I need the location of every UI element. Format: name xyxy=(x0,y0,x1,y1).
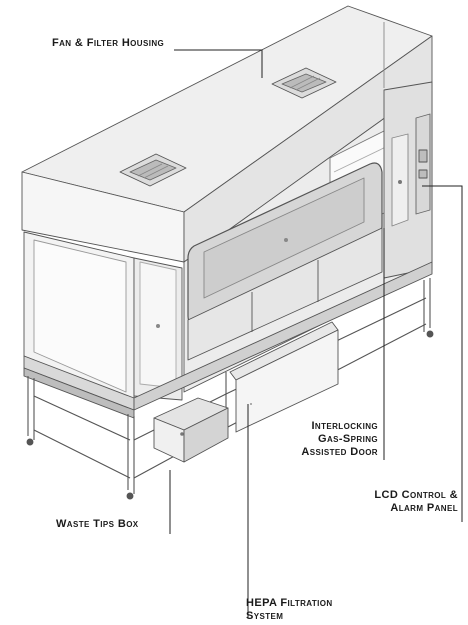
left-side-panel xyxy=(23,231,183,401)
label-door-line-2: Gas-Spring xyxy=(317,433,378,445)
label-fan-filter-housing: Fan & Filter Housing xyxy=(52,37,165,49)
waste-tips-box xyxy=(153,397,229,463)
sliding-sash-door xyxy=(187,162,383,324)
label-waste-tips-box: Waste Tips Box xyxy=(56,518,139,530)
label-lcd-line-1: LCD Control & xyxy=(374,489,458,501)
label-hepa-line-2: System xyxy=(246,610,284,622)
label-interlocking-door: Interlocking Gas-Spring Assisted Door xyxy=(270,420,378,459)
lcd-control-panel xyxy=(415,113,431,215)
fan-grille-left xyxy=(119,153,187,187)
caster-wheels xyxy=(26,330,434,500)
label-door-line-3: Assisted Door xyxy=(301,446,378,458)
label-hepa-filtration: HEPA Filtration System xyxy=(246,597,333,623)
fan-grille-right xyxy=(271,67,337,99)
leader-fan-filter xyxy=(174,49,263,78)
bench-top xyxy=(23,261,433,419)
top-housing xyxy=(21,5,433,263)
lower-front-panels xyxy=(187,227,383,361)
hepa-filtration-unit xyxy=(229,321,339,433)
label-lcd-line-2: Alarm Panel xyxy=(390,502,458,514)
label-hepa-line-1: HEPA Filtration xyxy=(246,597,333,609)
leader-lcd xyxy=(422,185,463,522)
label-door-line-1: Interlocking xyxy=(311,420,378,432)
label-lcd-control-panel: LCD Control & Alarm Panel xyxy=(346,489,458,515)
